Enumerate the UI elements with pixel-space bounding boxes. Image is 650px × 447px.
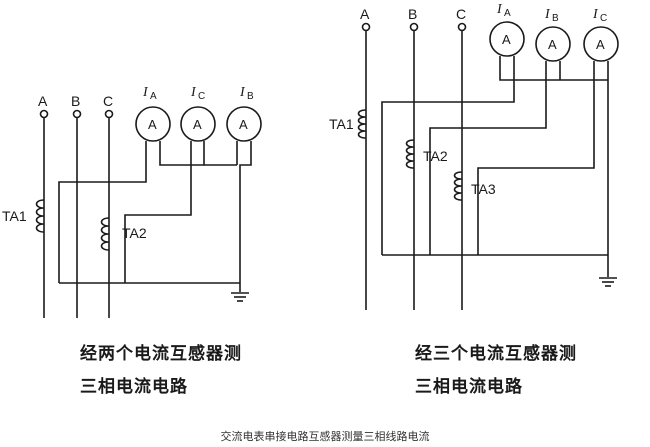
right-meter-3-sub: C [600, 13, 607, 24]
left-ammeter-1 [135, 106, 171, 142]
left-meter-3-label: I [239, 85, 246, 100]
right-ta1-coil [357, 109, 367, 139]
right-meter-3-symbol: A [596, 37, 605, 52]
left-wire-common [159, 141, 205, 166]
right-meter-2-sub: B [552, 13, 559, 24]
left-meter-2-symbol: A [193, 117, 202, 132]
right-caption-line2: 三相电流电路 [415, 377, 523, 397]
left-wire-ground [239, 141, 252, 283]
right-label-c: C [456, 6, 466, 22]
left-ta1-coil [35, 199, 45, 233]
left-ta1-label: TA1 [2, 208, 27, 224]
left-label-a: A [38, 93, 48, 109]
right-terminal-c [457, 22, 467, 32]
left-meter-2-sub: C [198, 91, 205, 102]
right-ta2-label: TA2 [423, 148, 448, 164]
right-ammeter-3 [583, 26, 619, 62]
left-terminal-b [72, 109, 82, 119]
right-terminal-a [361, 22, 371, 32]
right-ta3-coil [453, 171, 463, 201]
right-meter-1-label: I [496, 2, 503, 17]
right-ta3-label: TA3 [471, 181, 496, 197]
right-label-a: A [360, 6, 370, 22]
left-ammeter-2 [180, 106, 216, 142]
left-meter-2-label: I [190, 85, 197, 100]
right-meter-2-symbol: A [548, 37, 557, 52]
right-caption-line1: 经三个电流互感器测 [415, 344, 577, 364]
right-meter-1-symbol: A [502, 32, 511, 47]
right-ammeter-2 [535, 26, 571, 62]
left-terminal-a [39, 109, 49, 119]
left-meter-1-label: I [142, 85, 149, 100]
left-label-c: C [103, 93, 113, 109]
right-wire-ta3-meter3 [477, 61, 595, 255]
left-meter-1-sub: A [150, 91, 157, 102]
right-meter-2-label: I [544, 7, 551, 22]
right-wire-ta1-meter1 [381, 56, 515, 255]
right-meter-1-sub: A [504, 8, 511, 19]
left-terminal-c [104, 109, 114, 119]
left-meter-3-symbol: A [239, 117, 248, 132]
left-caption-line2: 三相电流电路 [80, 377, 188, 397]
left-wire-ta1-meter1 [58, 141, 147, 283]
right-meter-3-label: I [592, 7, 599, 22]
right-ta2-coil [405, 139, 415, 169]
left-ammeter-3 [226, 106, 262, 142]
right-label-b: B [408, 6, 417, 22]
left-meter-3-sub: B [247, 91, 254, 102]
right-wire-ta2-meter2 [429, 61, 547, 255]
left-label-b: B [71, 93, 80, 109]
left-ta2-coil [100, 217, 110, 251]
right-ammeter-1 [489, 21, 525, 57]
left-wire-ta2-meter2 [124, 141, 192, 283]
left-meter-1-symbol: A [148, 117, 157, 132]
right-terminal-b [409, 22, 419, 32]
left-caption-line1: 经两个电流互感器测 [80, 344, 242, 364]
left-ta2-label: TA2 [122, 225, 147, 241]
left-diagram [35, 106, 262, 318]
right-ta1-label: TA1 [329, 116, 354, 132]
footer-caption: 交流电表串接电路互感器测量三相线路电流 [220, 430, 430, 443]
right-wire-common-1 [499, 56, 608, 81]
right-diagram [357, 21, 619, 310]
